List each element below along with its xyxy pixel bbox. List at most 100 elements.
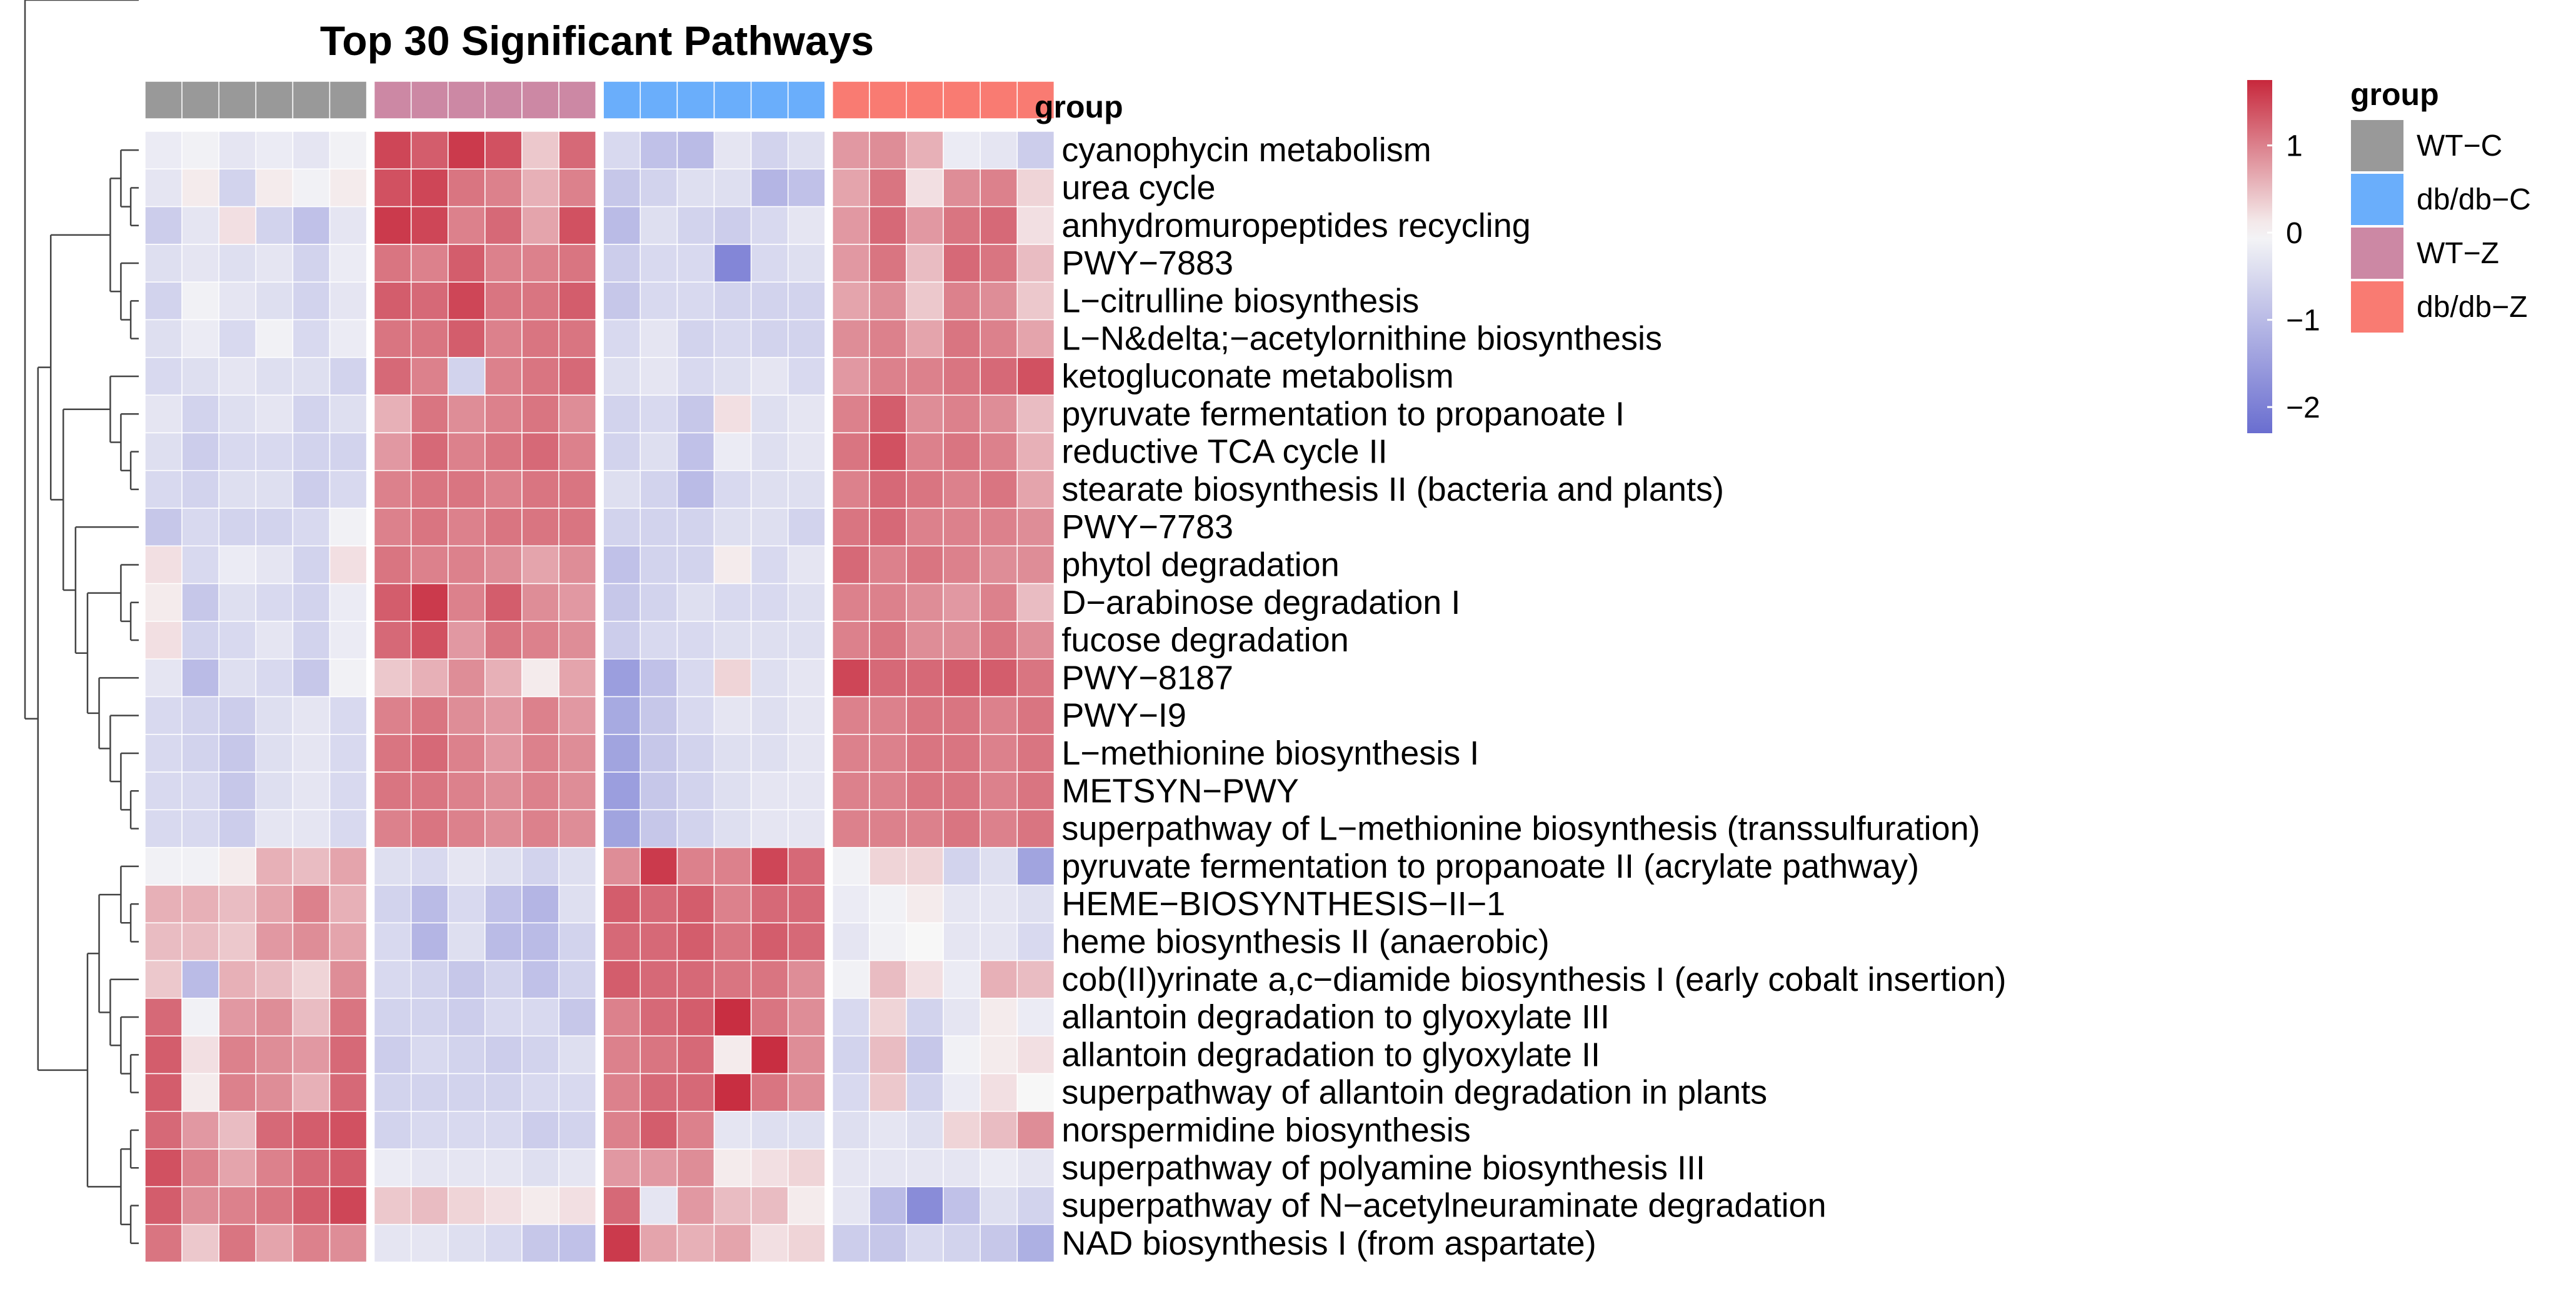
heatmap-cell bbox=[603, 846, 641, 886]
heatmap-cell bbox=[329, 508, 368, 547]
heatmap-cell bbox=[980, 281, 1018, 321]
heatmap-cell bbox=[144, 960, 183, 999]
color-scale-tick-label: 1 bbox=[2286, 130, 2303, 163]
heatmap-cell bbox=[943, 885, 981, 924]
heatmap-cell bbox=[373, 206, 412, 245]
heatmap-cell bbox=[906, 394, 944, 434]
heatmap-cell bbox=[603, 658, 641, 698]
heatmap-cell bbox=[713, 131, 752, 170]
heatmap-cell bbox=[1016, 621, 1055, 660]
heatmap-cell bbox=[980, 809, 1018, 848]
group-annotation-bar bbox=[144, 81, 1055, 119]
heatmap-cell bbox=[181, 357, 219, 396]
heatmap-cell bbox=[255, 1223, 294, 1263]
color-scale-tick-label: −1 bbox=[2286, 304, 2320, 338]
heatmap-cell bbox=[373, 583, 412, 622]
heatmap-cell bbox=[410, 357, 449, 396]
heatmap-cell bbox=[410, 1111, 449, 1150]
heatmap-cell bbox=[484, 545, 523, 584]
heatmap-cell bbox=[181, 696, 219, 735]
heatmap-cell bbox=[676, 922, 715, 961]
heatmap-cell bbox=[410, 696, 449, 735]
heatmap-cell bbox=[943, 1035, 981, 1075]
heatmap-cell bbox=[1016, 658, 1055, 698]
heatmap-cell bbox=[787, 545, 826, 584]
heatmap-cell bbox=[713, 508, 752, 547]
heatmap-cell bbox=[255, 771, 294, 811]
heatmap-cell bbox=[484, 281, 523, 321]
heatmap-cell bbox=[639, 244, 678, 283]
row-label: fucose degradation bbox=[1061, 621, 1348, 659]
heatmap-cell bbox=[787, 621, 826, 660]
heatmap-cell bbox=[144, 1035, 183, 1075]
heatmap-cell bbox=[144, 734, 183, 773]
heatmap-cell bbox=[1016, 922, 1055, 961]
annotation-cell bbox=[603, 81, 641, 119]
heatmap-cell bbox=[1016, 394, 1055, 434]
heatmap-cell bbox=[448, 771, 486, 811]
heatmap-cell bbox=[373, 998, 412, 1036]
heatmap-cell bbox=[676, 734, 715, 773]
heatmap-cell bbox=[329, 469, 368, 509]
heatmap-cell bbox=[787, 1148, 826, 1188]
heatmap-cell bbox=[218, 771, 257, 811]
heatmap-cell bbox=[869, 357, 907, 396]
heatmap-cell bbox=[484, 469, 523, 509]
row-label: pyruvate fermentation to propanoate I bbox=[1061, 395, 1625, 433]
color-scale-legend: 10−1−2 bbox=[2247, 80, 2320, 433]
heatmap-cell bbox=[181, 1223, 219, 1263]
heatmap-cell bbox=[750, 809, 789, 848]
heatmap-cell bbox=[448, 168, 486, 208]
heatmap-cell bbox=[558, 1186, 596, 1225]
heatmap-cell bbox=[484, 1035, 523, 1075]
annotation-cell bbox=[832, 81, 870, 119]
heatmap-cell bbox=[484, 131, 523, 170]
heatmap-cell bbox=[410, 621, 449, 660]
heatmap-cell bbox=[373, 545, 412, 584]
heatmap-cell bbox=[218, 960, 257, 999]
annotation-label: group bbox=[1035, 89, 1123, 124]
heatmap-cell bbox=[448, 469, 486, 509]
heatmap-cell bbox=[1016, 998, 1055, 1036]
heatmap-cell bbox=[787, 734, 826, 773]
heatmap-cell bbox=[144, 469, 183, 509]
heatmap-cell bbox=[943, 1148, 981, 1188]
heatmap-cell bbox=[943, 583, 981, 622]
heatmap-cell bbox=[869, 1186, 907, 1225]
heatmap-cell bbox=[603, 1223, 641, 1263]
heatmap-cell bbox=[869, 545, 907, 584]
heatmap-cell bbox=[639, 771, 678, 811]
heatmap-cell bbox=[484, 1148, 523, 1188]
annotation-cell bbox=[750, 81, 789, 119]
heatmap-cell bbox=[144, 131, 183, 170]
heatmap-cell bbox=[558, 1148, 596, 1188]
heatmap-cell bbox=[676, 885, 715, 924]
heatmap-cell bbox=[181, 1035, 219, 1075]
heatmap-cell bbox=[980, 545, 1018, 584]
heatmap-cell bbox=[1016, 1148, 1055, 1188]
heatmap-cell bbox=[558, 621, 596, 660]
heatmap-cell bbox=[1016, 1186, 1055, 1225]
heatmap-cell bbox=[943, 206, 981, 245]
heatmap-cell bbox=[713, 960, 752, 999]
annotation-cell bbox=[144, 81, 183, 119]
heatmap-cell bbox=[255, 394, 294, 434]
heatmap-cell bbox=[329, 583, 368, 622]
heatmap-cell bbox=[869, 1223, 907, 1263]
heatmap-cell bbox=[484, 696, 523, 735]
heatmap-cell bbox=[292, 696, 331, 735]
heatmap-cell bbox=[943, 244, 981, 283]
heatmap-cell bbox=[787, 281, 826, 321]
heatmap-cell bbox=[906, 846, 944, 886]
heatmap-cell bbox=[676, 583, 715, 622]
heatmap-cell bbox=[329, 131, 368, 170]
heatmap-cell bbox=[521, 1073, 559, 1112]
heatmap-cell bbox=[373, 734, 412, 773]
heatmap-cell bbox=[832, 621, 870, 660]
heatmap-cell bbox=[181, 469, 219, 509]
heatmap-cell bbox=[218, 357, 257, 396]
heatmap-cell bbox=[980, 469, 1018, 509]
heatmap-cell bbox=[218, 508, 257, 547]
heatmap-cell bbox=[869, 621, 907, 660]
group-legend-swatch bbox=[2350, 280, 2405, 334]
